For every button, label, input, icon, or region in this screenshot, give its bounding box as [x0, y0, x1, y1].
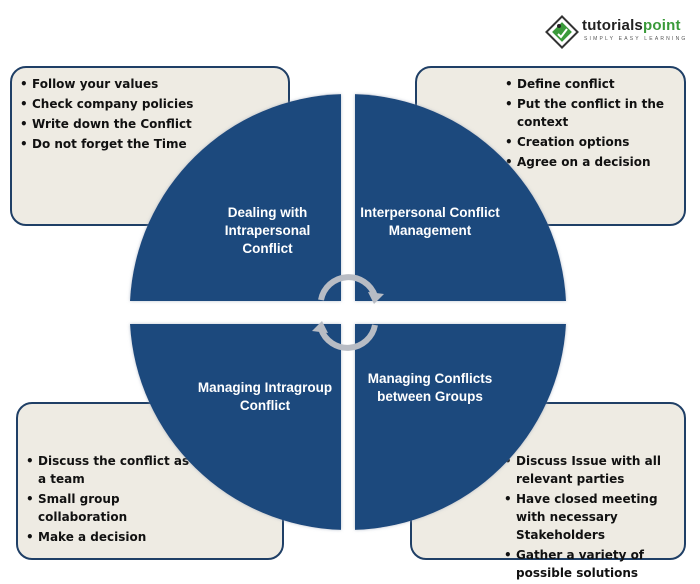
logo-name-part1: tutorials: [582, 17, 643, 34]
quadrant-bottom-right: [355, 324, 566, 530]
bullet-item: Define conflict: [505, 75, 680, 93]
bullet-item: Make a decision: [26, 528, 196, 546]
bullet-list: Discuss the conflict as a team Small gro…: [26, 452, 196, 548]
cycle-arrowhead-left: [312, 321, 328, 333]
quadrant-title-intrapersonal: Dealing with Intrapersonal Conflict: [224, 205, 311, 256]
bullet-item: Follow your values: [20, 75, 280, 93]
bullet-item: Agree on a decision: [505, 153, 680, 171]
quadrant-top-left: [130, 94, 341, 301]
cycle-arrows-icon: [318, 274, 378, 351]
bullet-item: Small group collaboration: [26, 490, 196, 526]
quadrant-title-intragroup: Managing Intragroup Conflict: [197, 380, 333, 413]
bullet-item: Discuss the conflict as a team: [26, 452, 196, 488]
bullet-item: Write down the Conflict: [20, 115, 280, 133]
bullet-item: Creation options: [505, 133, 680, 151]
bullet-list: Follow your values Check company policie…: [20, 75, 280, 155]
quadrant-title-intergroup: Managing Conflicts between Groups: [367, 371, 493, 404]
logo-name-part2: point: [642, 17, 681, 34]
logo-wordmark: tutorialspoint: [582, 17, 681, 34]
bullet-item: Check company policies: [20, 95, 280, 113]
logo-diamond-icon: [545, 15, 579, 49]
bullet-item: Put the conflict in the context: [505, 95, 680, 131]
quadrant-bottom-left: [130, 324, 341, 530]
quadrant-circle-diagram: [130, 94, 566, 530]
bullet-item: Have closed meeting with necessary Stake…: [504, 490, 682, 544]
bullet-list: Define conflict Put the conflict in the …: [505, 75, 680, 173]
cycle-arrowhead-right: [368, 292, 384, 304]
logo-tagline: SIMPLY EASY LEARNING: [584, 36, 688, 42]
tutorialspoint-logo: tutorialspoint SIMPLY EASY LEARNING: [544, 14, 694, 50]
quadrant-title-interpersonal: Interpersonal Conflict Management: [360, 205, 500, 238]
bullet-item: Discuss Issue with all relevant parties: [504, 452, 682, 488]
bullet-item: Do not forget the Time: [20, 135, 280, 153]
quadrant-top-right: [355, 94, 566, 301]
